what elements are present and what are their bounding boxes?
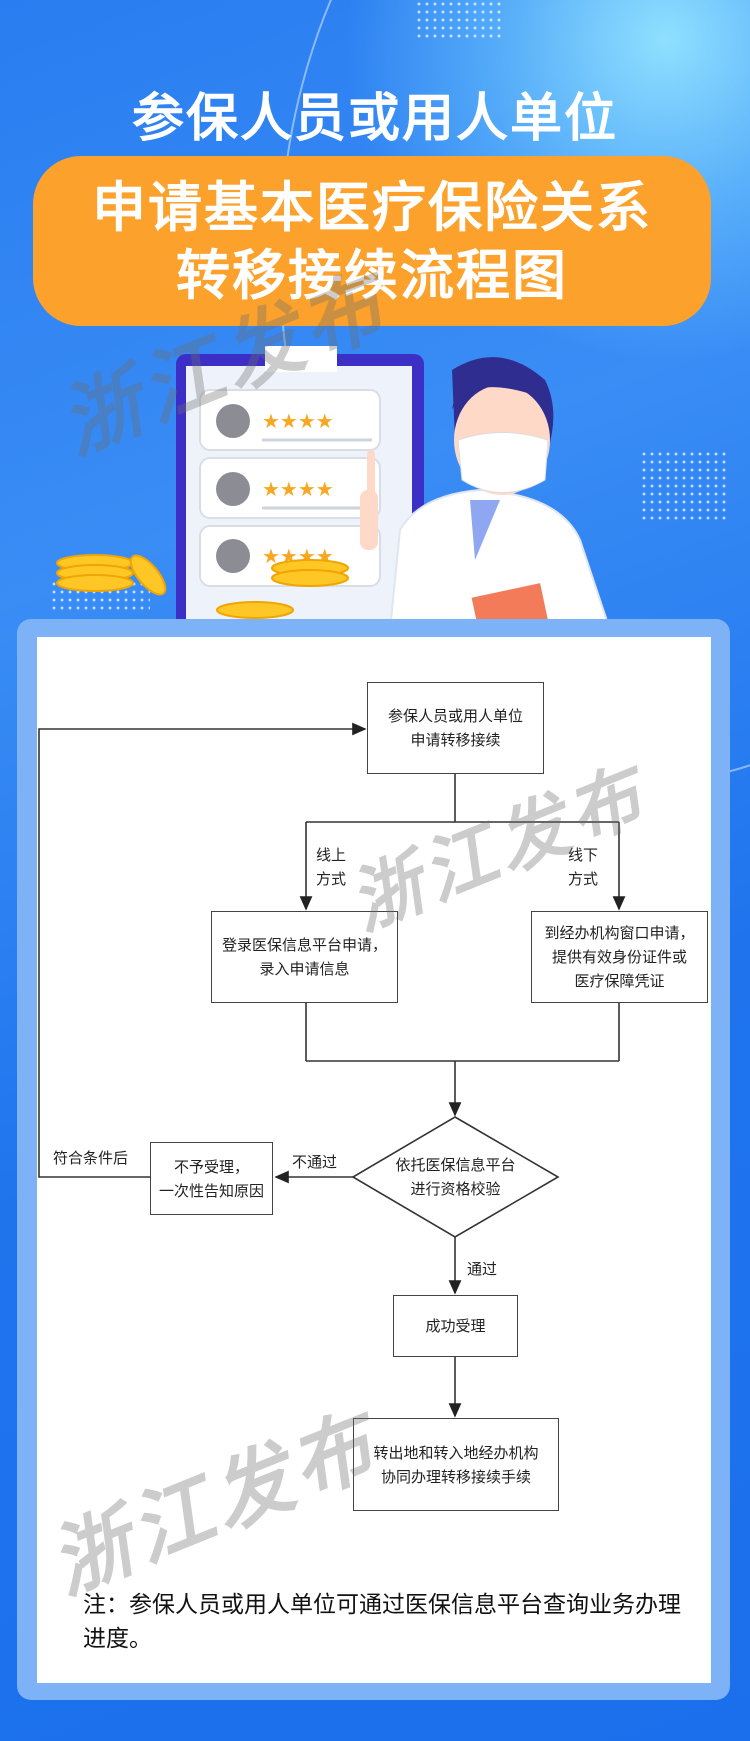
coins-icon [56, 554, 349, 619]
box-text: 成功受理 [425, 1317, 486, 1335]
check-text: 依托医保信息平台 进行资格校验 [353, 1153, 558, 1201]
retry-label: 符合条件后 [53, 1149, 129, 1167]
offline-step-box: 到经办机构窗口申请， 提供有效身份证件或 医疗保障凭证 [531, 911, 708, 1003]
box-text: 转出地和转入地经办机构 [373, 1443, 539, 1462]
accepted-box: 成功受理 [393, 1295, 518, 1357]
final-box: 转出地和转入地经办机构 协同办理转移接续手续 [353, 1418, 559, 1511]
label-text: 线下 [568, 846, 599, 864]
box-text: 录入申请信息 [259, 960, 350, 978]
box-text: 到经办机构窗口申请， [544, 924, 695, 942]
box-text: 一次性告知原因 [158, 1181, 264, 1200]
fail-label: 不通过 [292, 1153, 338, 1171]
clipboard-icon: ★★★★★★★★★★★★ [176, 346, 424, 630]
label-text: 方式 [568, 870, 599, 888]
doctor-illustration: ★★★★★★★★★★★★ [56, 346, 612, 630]
box-text: 提供有效身份证件或 [551, 948, 687, 966]
reject-box: 不予受理， 一次性告知原因 [150, 1142, 273, 1215]
box-text: 参保人员或用人单位 [387, 707, 523, 725]
doctor-icon [360, 357, 612, 630]
title-line-2: 申请基本医疗保险关系 [92, 176, 652, 239]
title-line-3: 转移接续流程图 [176, 244, 568, 307]
svg-text:★★★★: ★★★★ [262, 477, 334, 501]
online-step-box: 登录医保信息平台申请， 录入申请信息 [211, 911, 398, 1003]
start-box: 参保人员或用人单位 申请转移接续 [367, 682, 544, 774]
box-text: 登录医保信息平台申请， [221, 936, 387, 954]
box-text: 不予受理， [173, 1157, 249, 1176]
title-line-1: 参保人员或用人单位 [131, 89, 618, 149]
dot-pattern [640, 450, 730, 520]
online-label: 线上 方式 [316, 843, 346, 891]
label-text: 线上 [316, 846, 347, 864]
offline-label: 线下 方式 [568, 843, 598, 891]
loop-connector [38, 722, 367, 1178]
title-banner: 申请基本医疗保险关系 转移接续流程图 [33, 156, 711, 326]
label-text: 依托医保信息平台 [395, 1156, 516, 1174]
box-text: 协同办理转移接续手续 [380, 1467, 531, 1486]
label-text: 方式 [316, 870, 347, 888]
svg-text:★★★★: ★★★★ [262, 409, 334, 433]
box-text: 医疗保障凭证 [574, 972, 665, 990]
label-text: 进行资格校验 [410, 1180, 501, 1198]
dot-pattern [415, 0, 505, 40]
box-text: 申请转移接续 [410, 731, 501, 749]
footnote: 注：参保人员或用人单位可通过医保信息平台查询业务办理进度。 [83, 1592, 681, 1652]
pass-label: 通过 [467, 1260, 498, 1278]
